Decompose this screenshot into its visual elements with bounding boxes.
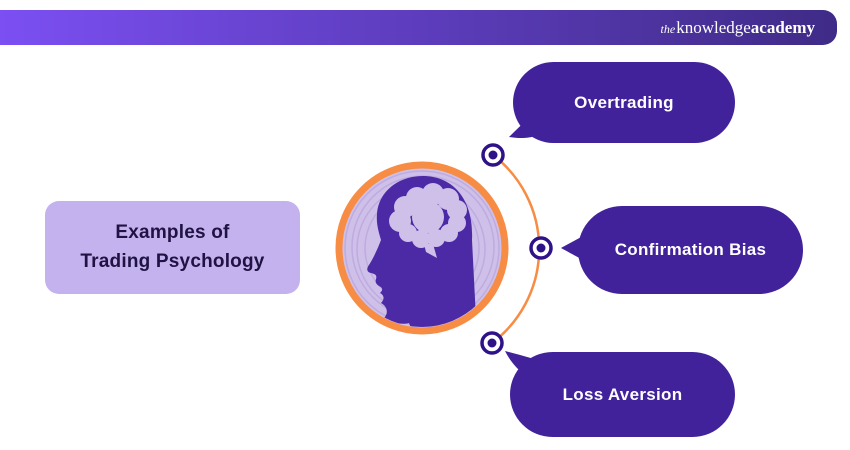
- brand-knowledge: knowledge: [676, 17, 751, 37]
- node-marker-middle: [529, 236, 553, 260]
- node-marker-top: [481, 143, 505, 167]
- brand-the: the: [660, 21, 676, 36]
- title-line-2: Trading Psychology: [80, 250, 265, 272]
- title-line-1: Examples of: [115, 222, 230, 243]
- brain-lobes: [389, 183, 467, 258]
- node-marker-bottom: [480, 331, 504, 355]
- brand-logo: theknowledgeacademy: [661, 18, 815, 38]
- bubble-loss-aversion: Loss Aversion: [510, 352, 735, 437]
- title-card: Examples of Trading Psychology: [45, 201, 300, 294]
- bubble-loss-aversion-label: Loss Aversion: [562, 384, 683, 404]
- bubble-confirmation-bias: Confirmation Bias: [578, 206, 803, 294]
- bubble-confirmation-bias-label: Confirmation Bias: [614, 240, 767, 259]
- bubble-overtrading: Overtrading: [513, 62, 735, 143]
- header-bar: theknowledgeacademy: [0, 10, 837, 45]
- brand-academy: academy: [750, 17, 815, 37]
- bubble-overtrading-label: Overtrading: [574, 92, 674, 112]
- brain-head-icon: [335, 161, 509, 335]
